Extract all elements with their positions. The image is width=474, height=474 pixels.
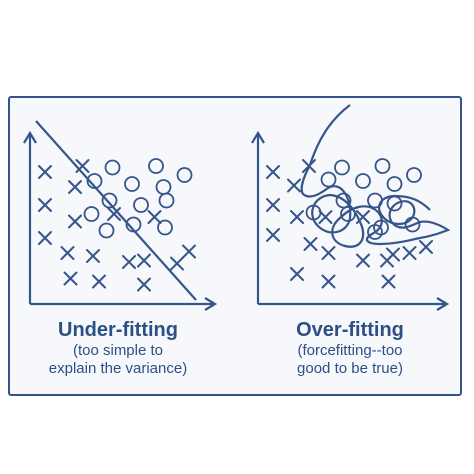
- left-cross-point: [38, 165, 52, 179]
- right-circle-point: [386, 195, 403, 212]
- right-circle-point: [386, 176, 403, 192]
- left-cross-point: [68, 214, 82, 229]
- left-cross-point: [137, 253, 151, 268]
- figure-frame: [8, 96, 462, 396]
- right-circle-point: [334, 159, 350, 176]
- right-circle-point: [374, 158, 391, 174]
- left-cross-point: [92, 274, 106, 289]
- right-cross-point: [419, 240, 433, 254]
- right-cross-point: [266, 198, 280, 212]
- right-caption-line-2: good to be true): [297, 360, 403, 377]
- right-caption: Over-fitting (forcefitting--too good to …: [250, 318, 450, 378]
- right-circle-point: [404, 216, 421, 233]
- left-cross-point: [107, 207, 121, 221]
- right-cross-point: [290, 267, 304, 281]
- right-caption-title: Over-fitting: [296, 319, 404, 341]
- right-cross-point: [321, 274, 336, 289]
- left-circle-point: [86, 173, 103, 189]
- left-circle-point: [124, 176, 140, 192]
- right-cross-point: [302, 159, 316, 173]
- right-circle-point: [305, 204, 322, 221]
- right-cross-point: [402, 246, 417, 260]
- right-circle-point: [335, 192, 352, 209]
- right-circle-point: [367, 192, 383, 209]
- left-caption-line-1: (too simple to: [72, 342, 164, 359]
- left-circle-point: [176, 167, 193, 183]
- left-circle-point: [101, 192, 118, 209]
- right-cross-point: [381, 274, 396, 289]
- left-cross-point: [38, 198, 52, 212]
- left-caption-title: Under-fitting: [58, 319, 178, 341]
- left-cross-point: [38, 231, 52, 245]
- right-data-points: [266, 158, 433, 289]
- left-circle-point: [98, 222, 115, 239]
- left-data-points: [38, 158, 196, 292]
- left-decision-boundary: [35, 120, 197, 301]
- left-circle-point: [158, 192, 175, 209]
- left-cross-point: [75, 159, 90, 173]
- right-cross-point: [290, 210, 304, 224]
- left-circle-point: [157, 219, 173, 236]
- right-circle-point: [355, 173, 371, 189]
- right-cross-point: [266, 165, 280, 179]
- left-circle-point: [148, 158, 164, 174]
- right-circle-point: [367, 224, 383, 240]
- left-cross-point: [170, 256, 184, 271]
- left-caption-line-2: explain the variance): [48, 360, 188, 377]
- right-cross-point: [380, 253, 394, 268]
- left-axes: [23, 130, 218, 311]
- left-cross-point: [86, 249, 100, 263]
- left-circle-point: [104, 159, 121, 176]
- right-cross-point: [303, 237, 318, 251]
- right-axes: [251, 130, 450, 311]
- right-circle-point: [406, 167, 422, 183]
- right-cross-point: [356, 253, 370, 268]
- right-cross-point: [356, 210, 370, 224]
- right-caption-line-1: (forcefitting--too: [297, 342, 403, 359]
- left-circle-point: [133, 197, 149, 213]
- right-circle-point: [340, 206, 356, 222]
- left-caption: Under-fitting (too simple to explain the…: [18, 318, 218, 378]
- left-cross-point: [60, 246, 75, 260]
- left-circle-point: [83, 206, 100, 222]
- left-cross-point: [147, 210, 162, 224]
- right-circle-point: [320, 171, 337, 188]
- left-cross-point: [137, 277, 151, 292]
- right-cross-point: [266, 228, 280, 242]
- left-cross-point: [63, 271, 78, 286]
- right-decision-boundary: [300, 104, 451, 248]
- left-circle-point: [155, 179, 172, 195]
- left-cross-point: [182, 244, 196, 259]
- left-circle-point: [125, 216, 142, 233]
- right-cross-point: [287, 178, 301, 193]
- right-cross-point: [321, 246, 336, 260]
- right-cross-point: [318, 210, 333, 224]
- left-cross-point: [122, 255, 136, 269]
- left-cross-point: [68, 180, 82, 194]
